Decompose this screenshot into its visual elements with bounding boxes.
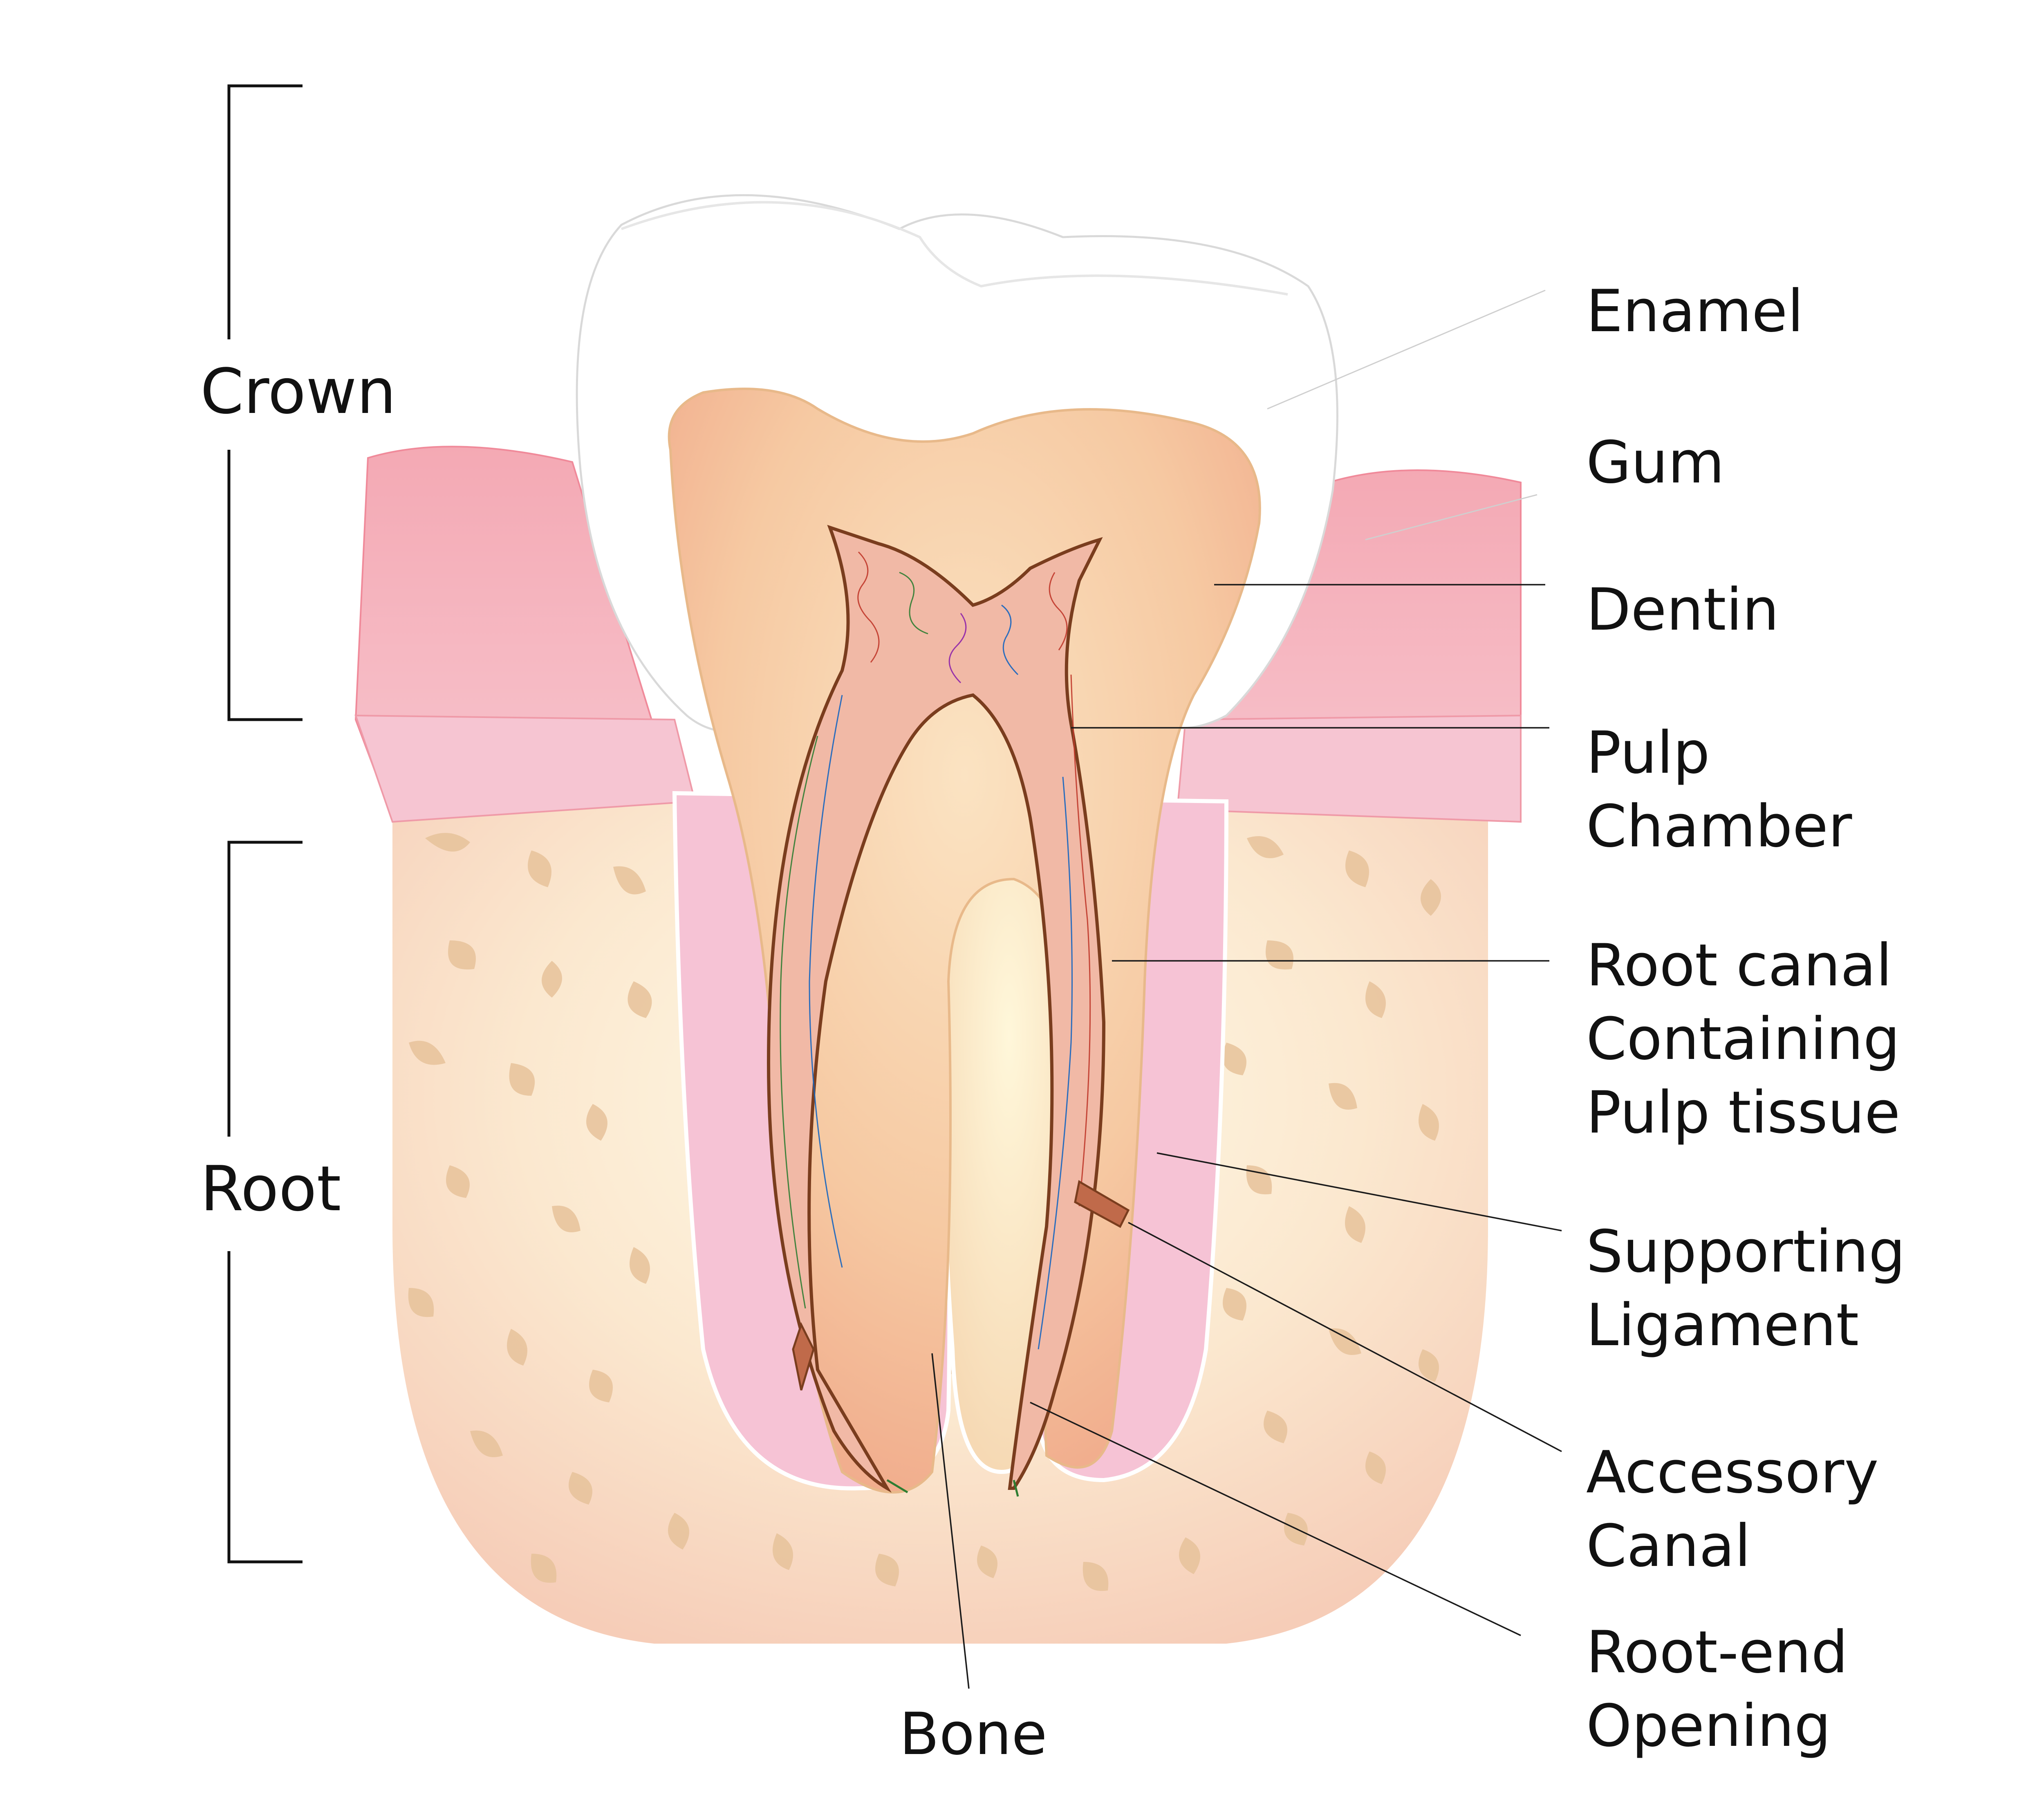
accessory-canal-leader xyxy=(1128,1222,1562,1452)
bone-label: Bone xyxy=(899,1700,1047,1768)
root-bracket-bottom xyxy=(227,1251,303,1563)
supporting-ligament-label-line2: Ligament xyxy=(1586,1292,1859,1359)
crown-bracket-top xyxy=(227,84,303,339)
dentin-label: Dentin xyxy=(1586,576,1779,644)
pulp-chamber-label-line2: Chamber xyxy=(1586,793,1852,860)
pulp-vessels xyxy=(780,551,1091,1350)
root-label: Root xyxy=(200,1153,341,1225)
root-end-opening-label-line2: Opening xyxy=(1586,1692,1831,1760)
root-canal-label-line2: Containing xyxy=(1586,1005,1900,1073)
pulp-chamber-label-line1: Pulp xyxy=(1586,719,1710,787)
enamel-label: Enamel xyxy=(1586,278,1804,345)
root-canal-label-line3: Pulp tissue xyxy=(1586,1079,1900,1146)
enamel-top-ridge xyxy=(621,201,1288,296)
accessory-canal-label-line1: Accessory xyxy=(1586,1439,1878,1506)
gum-label: Gum xyxy=(1586,429,1724,496)
root-end-opening-leader xyxy=(1030,1402,1521,1636)
gum-lower-band-right xyxy=(1176,714,1522,823)
bone-leader xyxy=(931,1353,970,1689)
root-end-left xyxy=(886,1479,908,1494)
root-bracket-top xyxy=(227,841,303,1137)
supporting-ligament-leader xyxy=(1156,1152,1562,1231)
crown-bracket-bottom xyxy=(227,450,303,721)
crown-label: Crown xyxy=(200,355,396,428)
root-end-right xyxy=(1013,1480,1019,1497)
accessory-canal-shape xyxy=(1074,1180,1130,1228)
root-end-opening-label-line1: Root-end xyxy=(1586,1619,1848,1686)
accessory-canal-left xyxy=(792,1322,815,1391)
enamel-leader xyxy=(1267,289,1546,410)
accessory-canal-label-line2: Canal xyxy=(1586,1512,1751,1580)
supporting-ligament-label-line1: Supporting xyxy=(1586,1218,1905,1285)
pulp-chamber-shape xyxy=(766,525,1106,1493)
gum-leader xyxy=(1365,494,1537,541)
root-canal-label-line1: Root canal xyxy=(1586,932,1892,999)
